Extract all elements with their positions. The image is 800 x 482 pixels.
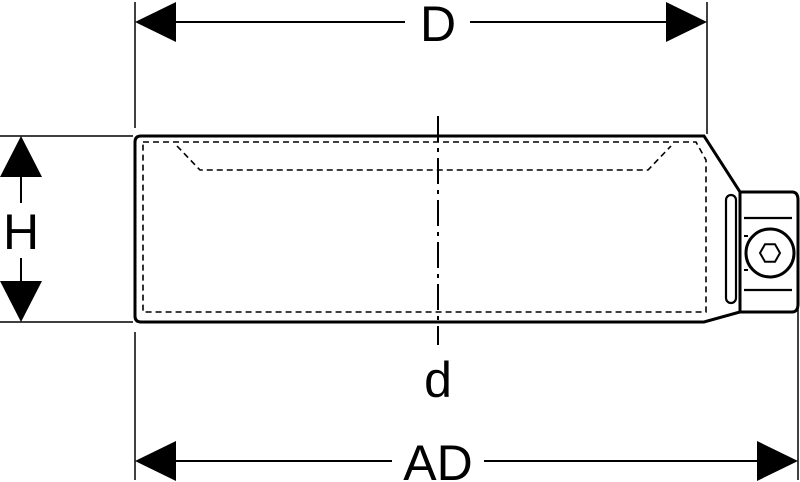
- slot-outline: [724, 193, 738, 305]
- label-h: H: [3, 204, 39, 260]
- inner-pocket-dashed: [176, 145, 672, 171]
- hidden-contour: [142, 141, 707, 313]
- arrow-right-icon: [757, 441, 798, 481]
- dimension-d-outer: D: [135, 0, 707, 52]
- label-d-inner: d: [424, 352, 452, 408]
- arrow-right-icon: [666, 2, 707, 42]
- body-outline: [133, 134, 742, 324]
- dimension-h: H: [0, 136, 42, 322]
- screw-head: [744, 227, 796, 279]
- inner-outline-dashed: [142, 141, 707, 313]
- arrow-left-icon: [135, 2, 176, 42]
- arrow-up-icon: [0, 136, 42, 177]
- screw-assembly: [724, 190, 800, 314]
- hex-socket-icon: [758, 243, 782, 263]
- arrow-down-icon: [0, 281, 42, 322]
- arrow-left-icon: [135, 441, 176, 481]
- label-ad: AD: [403, 435, 472, 482]
- dimension-ad: AD: [135, 435, 798, 482]
- clamp-body: [133, 134, 742, 324]
- hinge-plate: [740, 190, 800, 314]
- label-d: D: [420, 0, 456, 52]
